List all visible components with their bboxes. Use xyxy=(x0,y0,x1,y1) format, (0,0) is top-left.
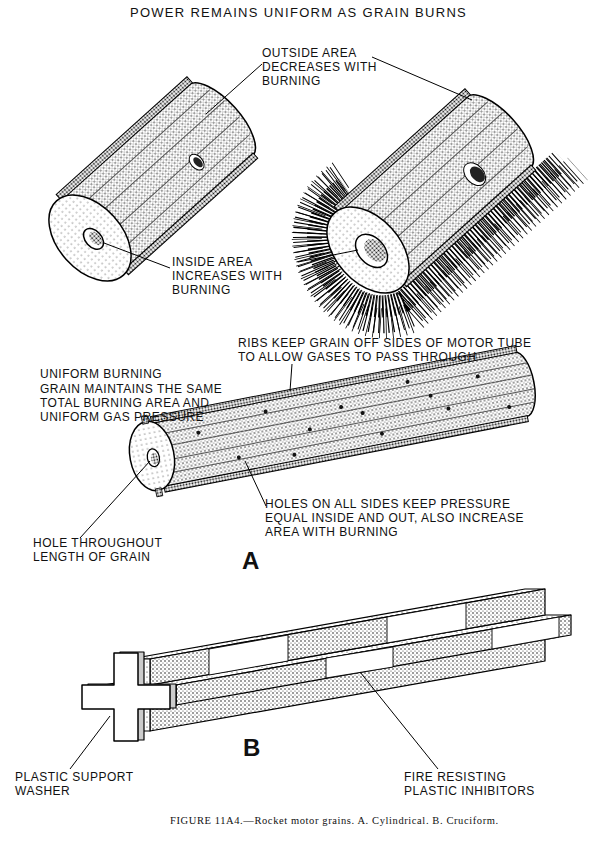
side-hole xyxy=(459,158,490,189)
side-hole xyxy=(307,427,312,432)
leader-line xyxy=(290,364,292,391)
callout-label: HOLES ON ALL SIDES KEEP PRESSURE EQUAL I… xyxy=(265,497,545,539)
center-hole-depth xyxy=(150,452,159,465)
callout-label: OUTSIDE AREA DECREASES WITH BURNING xyxy=(262,46,394,88)
inhibitor-strip xyxy=(492,617,559,649)
leader-line xyxy=(104,243,170,268)
side-hole xyxy=(360,411,365,416)
leader-line xyxy=(360,672,438,769)
inhibitor-strip xyxy=(326,647,393,678)
callout-label: A xyxy=(242,548,272,574)
callout-label: HOLE THROUGHOUT LENGTH OF GRAIN xyxy=(33,536,178,564)
side-hole xyxy=(196,430,201,435)
side-hole xyxy=(237,455,242,460)
callout-label: RIBS KEEP GRAIN OFF SIDES OF MOTOR TUBE … xyxy=(238,336,543,364)
grain-burning xyxy=(274,54,578,350)
callout-label: INSIDE AREA INCREASES WITH BURNING xyxy=(172,255,304,297)
rib xyxy=(56,77,192,201)
leader-line xyxy=(206,64,262,114)
leader-line xyxy=(298,250,358,262)
flame xyxy=(282,62,567,338)
callout-label: FIRE RESISTING PLASTIC INHIBITORS xyxy=(404,770,554,798)
leader-line xyxy=(372,57,472,100)
leader-line xyxy=(70,716,110,769)
side-hole xyxy=(475,374,480,379)
side-hole-depth xyxy=(467,164,488,185)
grain-face xyxy=(124,417,181,494)
callout-label: GRAIN MAINTAINS THE SAME TOTAL BURNING A… xyxy=(40,382,250,424)
grain-cruciform xyxy=(82,589,571,741)
side-hole xyxy=(339,405,344,410)
grain-face xyxy=(311,191,425,308)
center-hole xyxy=(80,225,108,254)
side-hole xyxy=(405,380,410,385)
grain-face xyxy=(33,179,147,296)
inhibitor-strip xyxy=(387,603,466,643)
side-hole xyxy=(263,409,268,414)
side-hole xyxy=(186,151,207,172)
center-hole xyxy=(146,448,161,468)
side-hole xyxy=(507,405,512,410)
center-hole-depth xyxy=(87,229,105,248)
rib xyxy=(334,89,470,213)
rib xyxy=(164,416,528,492)
grain-body xyxy=(146,349,540,488)
callout-label: B xyxy=(243,735,273,761)
callout-label: UNIFORM BURNING xyxy=(40,367,240,381)
leader-line xyxy=(80,461,150,538)
inhibitor-strip xyxy=(209,635,288,675)
callout-label: PLASTIC SUPPORT WASHER xyxy=(15,770,150,798)
leader-line xyxy=(245,461,266,506)
side-hole xyxy=(446,406,451,411)
grain-face-strip xyxy=(176,615,571,705)
side-hole xyxy=(292,452,297,457)
side-hole xyxy=(380,431,385,436)
center-hole-depth xyxy=(360,235,391,266)
rib-notch xyxy=(155,488,162,497)
figure-title: POWER REMAINS UNIFORM AS GRAIN BURNS xyxy=(0,6,597,20)
side-hole-depth xyxy=(191,155,204,169)
rib xyxy=(402,165,536,287)
flame xyxy=(274,54,578,350)
support-washer xyxy=(82,653,170,741)
side-holes xyxy=(194,361,513,474)
figure-caption: FIGURE 11A4.—Rocket motor grains. A. Cyl… xyxy=(170,814,590,828)
side-hole xyxy=(428,393,433,398)
